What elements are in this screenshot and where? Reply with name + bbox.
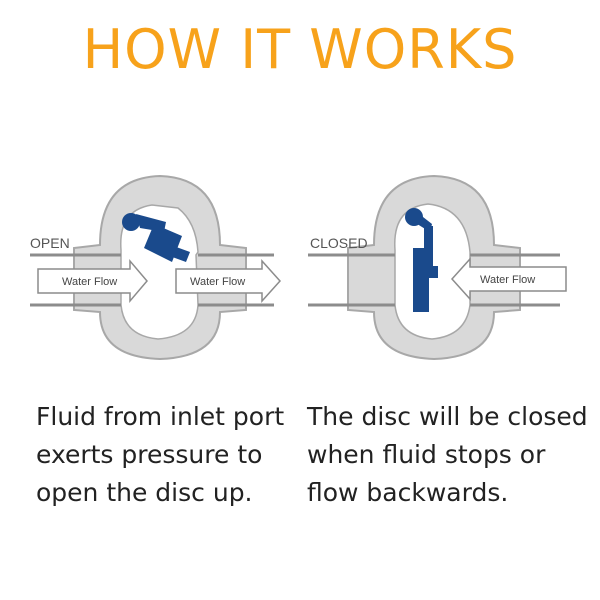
page-title: HOW IT WORKS bbox=[82, 18, 518, 81]
open-valve: OPEN Water Flow Water Flow bbox=[30, 174, 282, 361]
open-caption-line-2: exerts pressure to bbox=[36, 440, 263, 469]
open-flow-label-right: Water Flow bbox=[190, 276, 245, 288]
open-caption-line-1: Fluid from inlet port bbox=[36, 402, 285, 431]
open-flow-label-left: Water Flow bbox=[62, 276, 117, 288]
open-arrow-left bbox=[37, 258, 148, 304]
open-disc bbox=[122, 213, 190, 262]
closed-arrow bbox=[450, 257, 567, 301]
closed-valve: CLOSED Water Flow bbox=[308, 174, 567, 361]
closed-label: CLOSED bbox=[310, 235, 368, 251]
open-caption-line-3: open the disc up. bbox=[36, 478, 253, 507]
open-caption: Fluid from inlet port exerts pressure to… bbox=[36, 398, 284, 512]
open-label: OPEN bbox=[30, 235, 70, 251]
closed-disc bbox=[405, 208, 438, 312]
closed-flow-label: Water Flow bbox=[480, 274, 535, 286]
closed-caption-line-1: The disc will be closed bbox=[307, 402, 588, 431]
closed-caption-line-2: when fluid stops or bbox=[307, 440, 546, 469]
closed-caption: The disc will be closed when fluid stops… bbox=[307, 398, 588, 512]
open-arrow-right bbox=[175, 259, 282, 303]
closed-caption-line-3: flow backwards. bbox=[307, 478, 509, 507]
